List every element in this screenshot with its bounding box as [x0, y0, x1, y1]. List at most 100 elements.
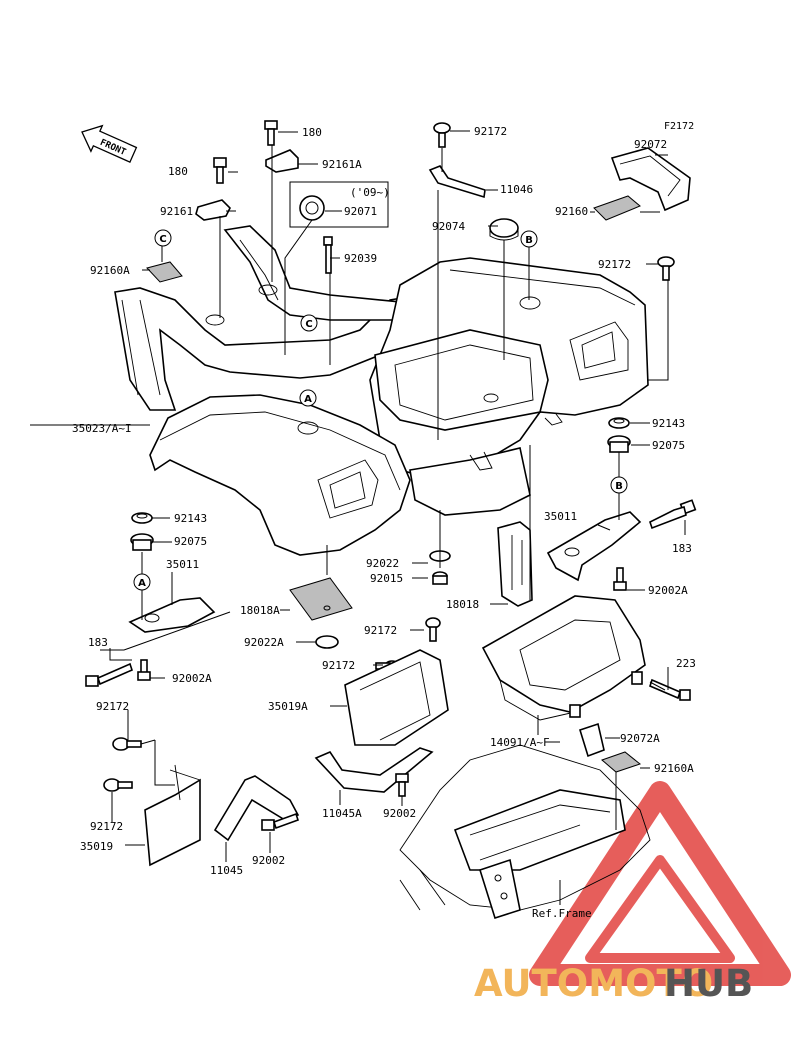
watermark-auto: AUTOMOTO — [474, 962, 713, 1005]
label-18018A: 18018A — [240, 604, 280, 617]
cover-14091 — [481, 595, 646, 721]
watermark-hub: HUB — [664, 962, 753, 1005]
bolt-92002-mid — [395, 773, 409, 797]
pad-92160A-right — [601, 751, 642, 773]
label-92161A: 92161A — [322, 158, 362, 171]
label-92161: 92161 — [160, 205, 193, 218]
label-180-top: 180 — [302, 126, 322, 139]
watermark-text: AUTOMOTO HUB — [474, 962, 753, 1005]
label-11045A: 11045A — [322, 807, 362, 820]
label-92072A: 92072A — [620, 732, 660, 745]
year-note: ('09~) — [350, 186, 390, 199]
label-35011-left: 35011 — [166, 558, 199, 571]
bracket-18018 — [497, 521, 533, 607]
bracket-35011-left — [128, 597, 216, 633]
label-223: 223 — [676, 657, 696, 670]
leader-lines — [30, 130, 686, 905]
label-92172-bottom: 92172 — [90, 820, 123, 833]
bracket-92161 — [195, 199, 231, 221]
label-18018: 18018 — [446, 598, 479, 611]
bolt-92172-right — [657, 256, 675, 281]
bolt-183-right — [649, 499, 697, 530]
bolt-92172-top — [433, 122, 451, 148]
front-arrow-icon: FRONT — [81, 124, 138, 163]
label-14091: 14091/A~F — [490, 736, 550, 749]
washer-92143-right — [608, 417, 630, 429]
label-11046: 11046 — [500, 183, 533, 196]
label-92143-left: 92143 — [174, 512, 207, 525]
svg-text:B: B — [615, 481, 623, 492]
bolt-92172-lower — [112, 737, 142, 751]
bolt-180-top — [264, 120, 278, 146]
label-11045: 11045 — [210, 864, 243, 877]
label-92143-right: 92143 — [652, 417, 685, 430]
label-180-left: 180 — [168, 165, 188, 178]
label-35023: 35023/A~I — [72, 422, 132, 435]
bracket-11045A — [314, 747, 434, 793]
label-92002-mid: 92002 — [383, 807, 416, 820]
bolt-92172-mid1 — [425, 617, 441, 642]
bolt-92002-bottom — [261, 812, 300, 831]
callout-B-right: B — [610, 476, 628, 494]
grommet-92071 — [299, 195, 325, 221]
label-92160: 92160 — [555, 205, 588, 218]
bracket-11046 — [428, 165, 486, 199]
label-92071: 92071 — [344, 205, 377, 218]
callout-A-fender: A — [299, 389, 317, 407]
svg-text:A: A — [138, 578, 146, 589]
bolt-92172-bottom — [103, 778, 133, 792]
label-92075-left: 92075 — [174, 535, 207, 548]
washer-92143-left — [131, 512, 153, 524]
label-183-right: 183 — [672, 542, 692, 555]
bolt-92002A-right — [613, 567, 627, 591]
grommet-92075-right — [607, 435, 631, 453]
strap-92072A — [579, 722, 605, 758]
label-92172-lower: 92172 — [96, 700, 129, 713]
callout-A-left: A — [133, 573, 151, 591]
label-92022: 92022 — [366, 557, 399, 570]
label-92172-right: 92172 — [598, 258, 631, 271]
svg-text:C: C — [159, 234, 166, 245]
strap-92072 — [610, 147, 691, 212]
grommet-92075-left — [130, 533, 154, 551]
ref-frame — [399, 744, 651, 920]
label-92002A-left: 92002A — [172, 672, 212, 685]
callout-B-fender: B — [520, 230, 538, 248]
label-92022A: 92022A — [244, 636, 284, 649]
label-92002A-right: 92002A — [648, 584, 688, 597]
bolt-180-left — [213, 157, 227, 184]
washer-92022A — [315, 635, 339, 649]
bolt-92002A-left — [137, 659, 151, 681]
svg-text:A: A — [304, 394, 312, 405]
cap-92074 — [489, 218, 519, 241]
watermark-logo — [529, 781, 791, 986]
bolt-223 — [649, 678, 691, 701]
mudflap-35019A — [344, 649, 449, 746]
label-92172-mid1: 92172 — [364, 624, 397, 637]
label-183-left: 183 — [88, 636, 108, 649]
label-35019A: 35019A — [268, 700, 308, 713]
pad-92160A-left — [146, 261, 183, 283]
mudflap-35019 — [144, 778, 201, 867]
label-92074: 92074 — [432, 220, 465, 233]
bracket-11045 — [213, 775, 300, 842]
label-92002-bottom: 92002 — [252, 854, 285, 867]
rear-fender-35023 — [114, 225, 649, 556]
label-92160A-left: 92160A — [90, 264, 130, 277]
label-92172-top: 92172 — [474, 125, 507, 138]
label-92072: 92072 — [634, 138, 667, 151]
pad-18018A — [289, 577, 353, 621]
svg-text:C: C — [305, 319, 312, 330]
nut-92015 — [432, 571, 448, 585]
pad-92160 — [593, 195, 641, 221]
part-labels: 180 92161A 92172 11046 92072 180 92161 9… — [72, 125, 696, 920]
label-35019: 35019 — [80, 840, 113, 853]
bracket-92161A — [265, 149, 299, 173]
label-92172-mid2: 92172 — [322, 659, 355, 672]
label-92039: 92039 — [344, 252, 377, 265]
bolt-183-left — [85, 662, 133, 687]
callout-C-left: C — [154, 229, 172, 247]
label-92160A-right: 92160A — [654, 762, 694, 775]
diagram-code: F2172 — [664, 121, 694, 132]
